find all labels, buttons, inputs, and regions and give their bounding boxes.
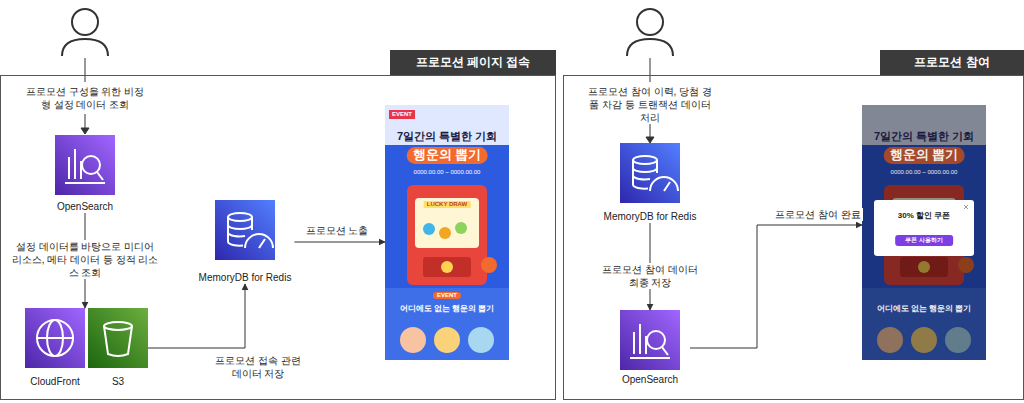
- dim-overlay: [862, 105, 986, 360]
- leader-line: [81, 58, 654, 143]
- service-label: MemoryDB for Redis: [199, 272, 292, 284]
- screen-text: 7일간의 특별한 기회: [397, 130, 497, 143]
- section-tab: 프로모션 참여: [880, 50, 1024, 75]
- screen-text: 쿠폰 사용하기: [895, 235, 953, 246]
- screen-text: 30% 할인 쿠폰: [898, 211, 950, 220]
- flow-note: 프로모션 참여 이력, 당첨 경품 차감 등 트랜잭션 데이터 처리: [585, 85, 715, 124]
- service-node: CloudFront: [22, 308, 88, 388]
- screen-text: EVENT: [433, 292, 461, 299]
- screen-text: 행운의 뽑기: [407, 147, 488, 164]
- opensearch-icon: [620, 310, 680, 370]
- service-label: MemoryDB for Redis: [604, 211, 697, 223]
- edge-label: 프로모션 접속 관련 데이터 저장: [210, 354, 306, 380]
- screen-text: 7일간의 특별한 기회: [874, 130, 974, 143]
- promotion-screen: [862, 105, 986, 360]
- screen-text: 어디에도 없는 행운의 뽑기: [400, 304, 495, 313]
- flow-note: 프로모션 구성을 위한 비정형 설정 데이터 조회: [25, 85, 145, 111]
- section-tab: 프로모션 페이지 접속: [390, 50, 556, 75]
- edge-label: 프로모션 참여 완료: [773, 208, 863, 221]
- screen-text: 행운의 뽑기: [884, 147, 965, 164]
- coupon-popup: [874, 200, 974, 256]
- promotion-screen-box: 7일간의 특별한 기회행운의 뽑기 0000.00.00 ~ 0000.00.00…: [862, 105, 986, 360]
- service-label: OpenSearch: [622, 374, 678, 386]
- screen-text: 0000.00.00 ~ 0000.00.00: [891, 169, 958, 176]
- screen-text: LUCKY DRAW: [424, 201, 471, 208]
- close-icon: [964, 205, 968, 209]
- s3-icon: [88, 308, 148, 368]
- service-node: OpenSearch: [610, 310, 690, 386]
- edge-label: 프로모션 노출: [292, 224, 382, 237]
- panel-frame: 프로모션 페이지 접속OpenSearchCloudFrontS3MemoryD…: [0, 75, 556, 400]
- flow-arrow: [148, 284, 245, 348]
- memorydb-icon: [215, 200, 275, 260]
- service-node: MemoryDB for Redis: [601, 143, 700, 223]
- screen-text: EVENT: [389, 110, 415, 119]
- flow-arrow: [294, 242, 385, 243]
- cloudfront-icon: [25, 308, 85, 368]
- screen-text: 어디에도 없는 행운의 뽑기: [877, 304, 972, 313]
- edge-label: 설정 데이터를 바탕으로 미디어 리소스, 메타 데이터 등 정적 리소스 조회: [10, 240, 160, 279]
- service-node: S3: [88, 308, 148, 388]
- flow-arrow: [690, 225, 862, 348]
- service-label: S3: [112, 376, 124, 388]
- service-label: CloudFront: [30, 376, 79, 388]
- promotion-screen-box: EVENT 7일간의 특별한 기회행운의 뽑기 0000.00.00 ~ 0000.…: [385, 105, 509, 360]
- edge-label: 프로모션 참여 데이터 최종 저장: [602, 263, 698, 289]
- service-node: MemoryDB for Redis: [196, 200, 295, 284]
- service-label: OpenSearch: [57, 201, 113, 213]
- memorydb-icon: [620, 143, 680, 203]
- promotion-screen: [385, 105, 509, 360]
- opensearch-icon: [55, 135, 115, 195]
- screen-text: 0000.00.00 ~ 0000.00.00: [414, 169, 481, 176]
- user-icon: [62, 9, 673, 56]
- service-node: OpenSearch: [45, 135, 125, 213]
